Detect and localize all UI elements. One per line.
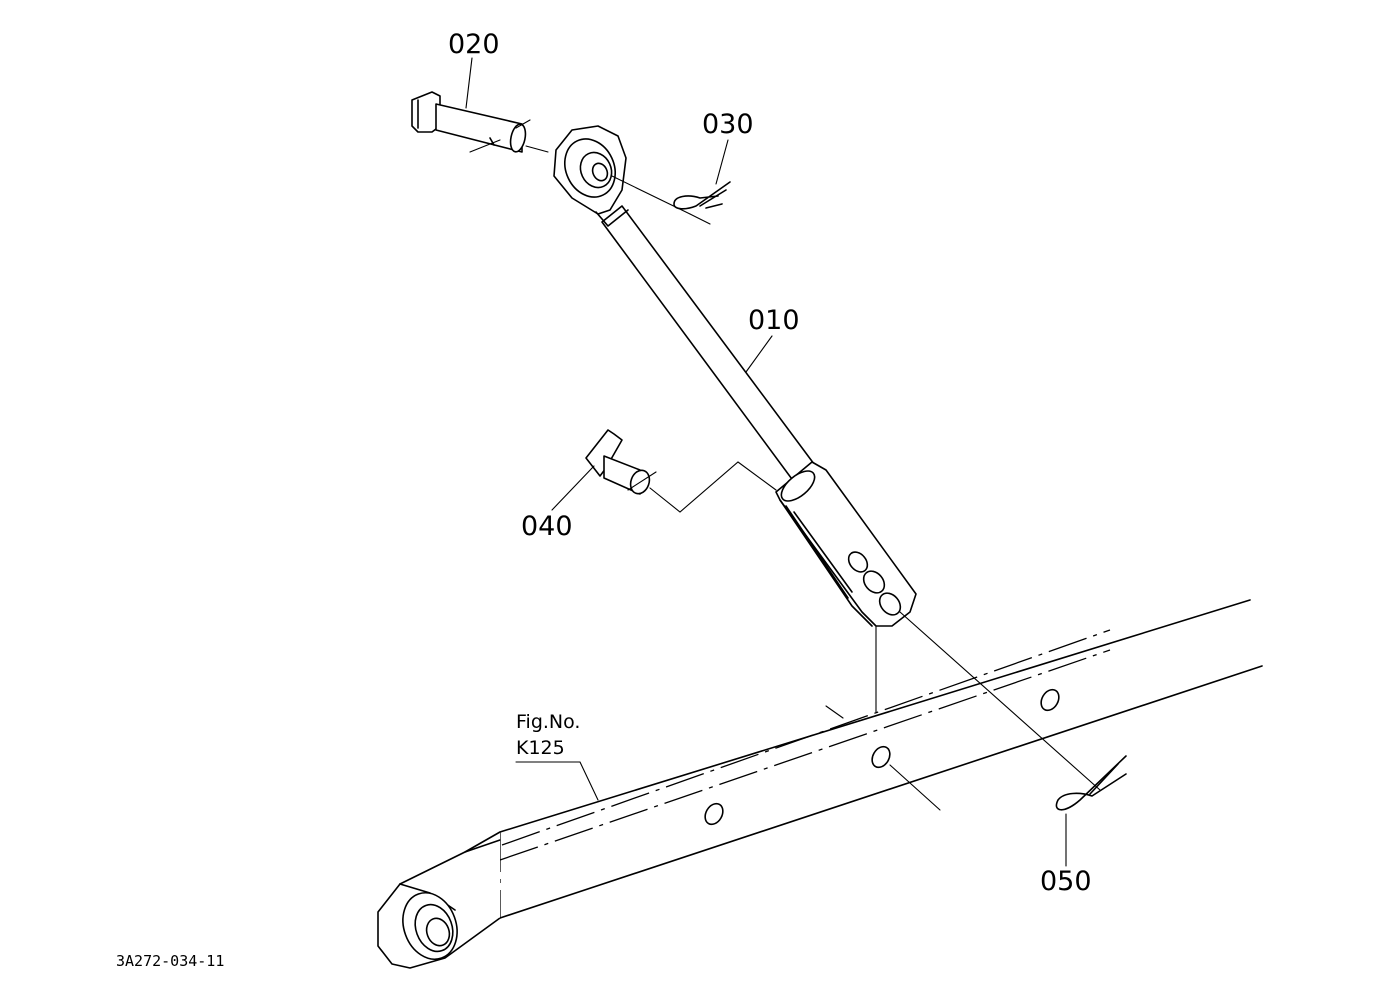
pin-020-axis-a — [469, 139, 501, 153]
top-link-ball-bore — [591, 162, 609, 182]
clevis-hole-2 — [862, 570, 886, 594]
clevis-plate-edge-2 — [785, 505, 849, 599]
callouts: 020 030 010 040 050 Fig.No. K125 3A272-0… — [116, 29, 1092, 970]
pin-020-tip — [509, 123, 527, 153]
arm-ball-inner — [425, 917, 451, 947]
clevis-plate-edge-3 — [793, 511, 853, 593]
pin-040-head — [585, 429, 623, 477]
arm-center-line-lower — [499, 649, 1111, 861]
clip-050-loop — [1055, 755, 1127, 811]
part-label-010: 010 — [748, 305, 800, 336]
pin-020-axis-b — [515, 119, 531, 129]
leader-fig-ref — [515, 761, 599, 801]
top-link-010-drawing — [553, 125, 1101, 791]
pin-020-hole — [489, 137, 495, 146]
clevis-hole-3 — [878, 592, 902, 616]
pin-020-to-link — [525, 145, 549, 153]
clip-030-axis — [689, 213, 711, 225]
arm-hole-2 — [871, 745, 891, 769]
part-label-030: 030 — [702, 109, 754, 140]
hole-leader — [889, 764, 941, 811]
clip-030-loop — [673, 181, 731, 210]
pin-040-axis — [627, 471, 657, 491]
arm-eye-top-bevel — [464, 839, 501, 853]
leader-040 — [551, 465, 595, 511]
clip-050-drawing — [1055, 755, 1127, 811]
arm-bottom-edge — [499, 665, 1263, 919]
part-label-040: 040 — [521, 511, 573, 542]
arm-top-edge — [499, 599, 1251, 833]
lower-link-arm — [377, 599, 1263, 969]
leader-010 — [745, 335, 773, 373]
arm-hole-1 — [704, 802, 724, 826]
part-label-020: 020 — [448, 29, 500, 60]
arm-hole-3 — [1040, 688, 1060, 712]
clip-030-tail — [705, 203, 723, 209]
clevis-hole-1 — [847, 551, 869, 573]
drawing-code: 3A272-034-11 — [116, 952, 224, 970]
clip-050-leg — [1089, 763, 1119, 795]
pin-020-shaft — [435, 103, 523, 153]
arm-center-line-upper — [501, 629, 1111, 846]
leader-020 — [465, 57, 473, 109]
part-label-050: 050 — [1040, 866, 1092, 897]
fig-ref-line2: K125 — [516, 737, 565, 759]
clevis-to-pin-050-line — [899, 611, 1101, 791]
clip-030-drawing — [673, 181, 731, 225]
top-link-clevis-collar — [780, 470, 816, 502]
top-link-rod — [601, 205, 821, 491]
fig-ref-line1: Fig.No. — [516, 711, 580, 733]
leader-030 — [715, 139, 729, 185]
top-link-neck — [595, 209, 629, 227]
arm-tick — [825, 705, 844, 719]
clevis-plate-edge — [779, 499, 873, 627]
pin-020-drawing — [411, 91, 549, 153]
pin-040-drawing — [585, 429, 777, 513]
pin-040-to-clevis — [649, 461, 777, 513]
clip-030-leg — [699, 189, 727, 207]
